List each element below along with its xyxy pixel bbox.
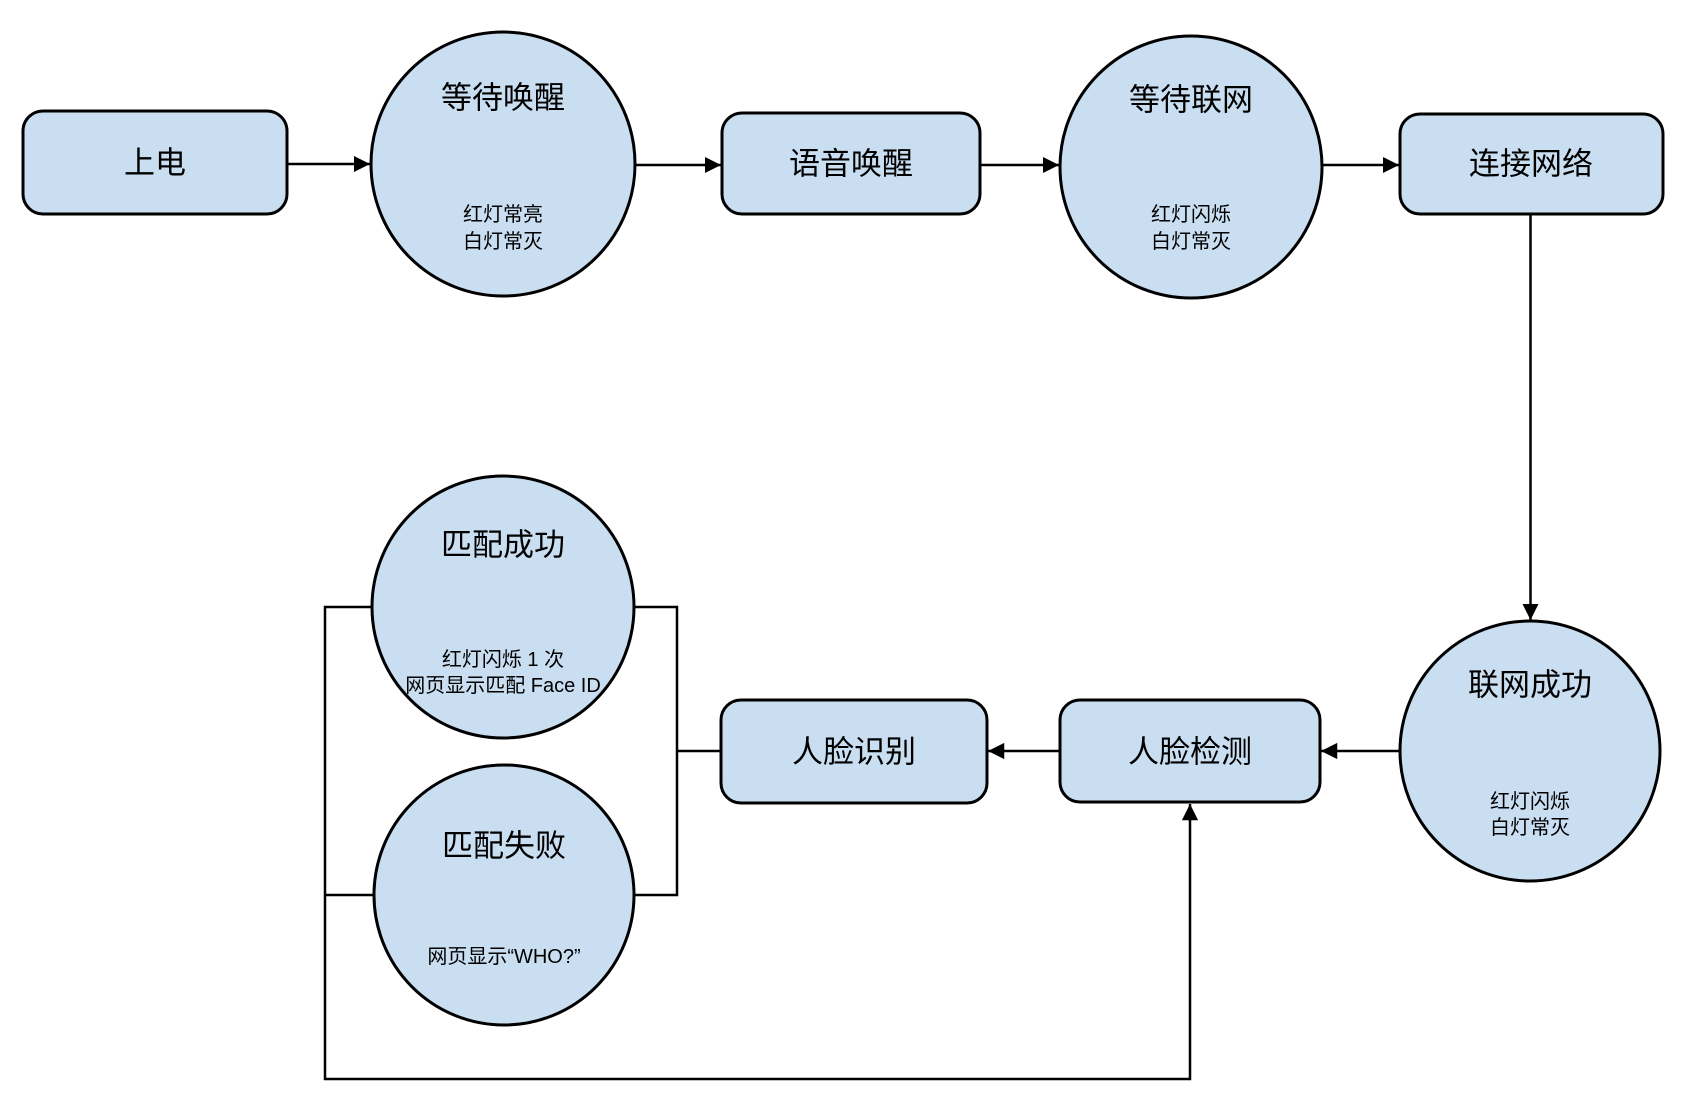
match-success-subtext-1: 红灯闪烁 1 次 [442,648,564,671]
face-recognize-label: 人脸识别 [792,735,916,770]
wait-wake-subtext-1: 红灯常亮 [463,203,543,226]
node-face-detect: 人脸检测 [1058,698,1322,804]
connect-network-box [1398,112,1665,216]
node-wait-wake: 等待唤醒 红灯常亮 白灯常灭 [369,30,637,298]
power-on-label: 上电 [124,146,186,181]
face-detect-label: 人脸检测 [1128,735,1252,770]
match-success-title: 匹配成功 [441,528,565,563]
network-success-circle [1398,619,1662,883]
node-wait-network: 等待联网 红灯闪烁 白灯常灭 [1058,34,1324,300]
wait-network-circle [1058,34,1324,300]
wait-network-title: 等待联网 [1129,83,1253,118]
connect-network-label: 连接网络 [1469,147,1593,182]
node-connect-network: 连接网络 [1398,112,1665,216]
match-fail-title: 匹配失败 [442,829,566,864]
wait-network-subtext-1: 红灯闪烁 [1151,203,1231,226]
node-face-recognize: 人脸识别 [719,698,989,805]
node-voice-wake: 语音唤醒 [720,111,982,216]
power-on-box [21,109,289,216]
wait-wake-title: 等待唤醒 [441,81,565,116]
connector-match-right-bus [634,605,679,897]
network-success-subtext-1: 红灯闪烁 [1490,790,1570,813]
node-network-success: 联网成功 红灯闪烁 白灯常灭 [1398,619,1662,883]
network-success-subtext-2: 白灯常灭 [1490,816,1570,839]
match-success-circle [370,474,636,740]
connector-loop-to-face-detect [323,605,1199,1081]
network-success-title: 联网成功 [1468,668,1592,703]
face-detect-box [1058,698,1322,804]
wait-network-subtext-2: 白灯常灭 [1151,230,1231,253]
wait-wake-subtext-2: 白灯常灭 [463,230,543,253]
node-power-on: 上电 [21,109,289,216]
match-success-subtext-2: 网页显示匹配 Face ID [405,675,601,697]
match-fail-subtext-1: 网页显示“WHO?” [427,946,580,968]
match-fail-circle [372,763,636,1027]
voice-wake-box [720,111,982,216]
wait-wake-circle [369,30,637,298]
node-match-success: 匹配成功 红灯闪烁 1 次 网页显示匹配 Face ID [370,474,636,740]
node-match-fail: 匹配失败 网页显示“WHO?” [372,763,636,1027]
voice-wake-label: 语音唤醒 [789,147,913,182]
